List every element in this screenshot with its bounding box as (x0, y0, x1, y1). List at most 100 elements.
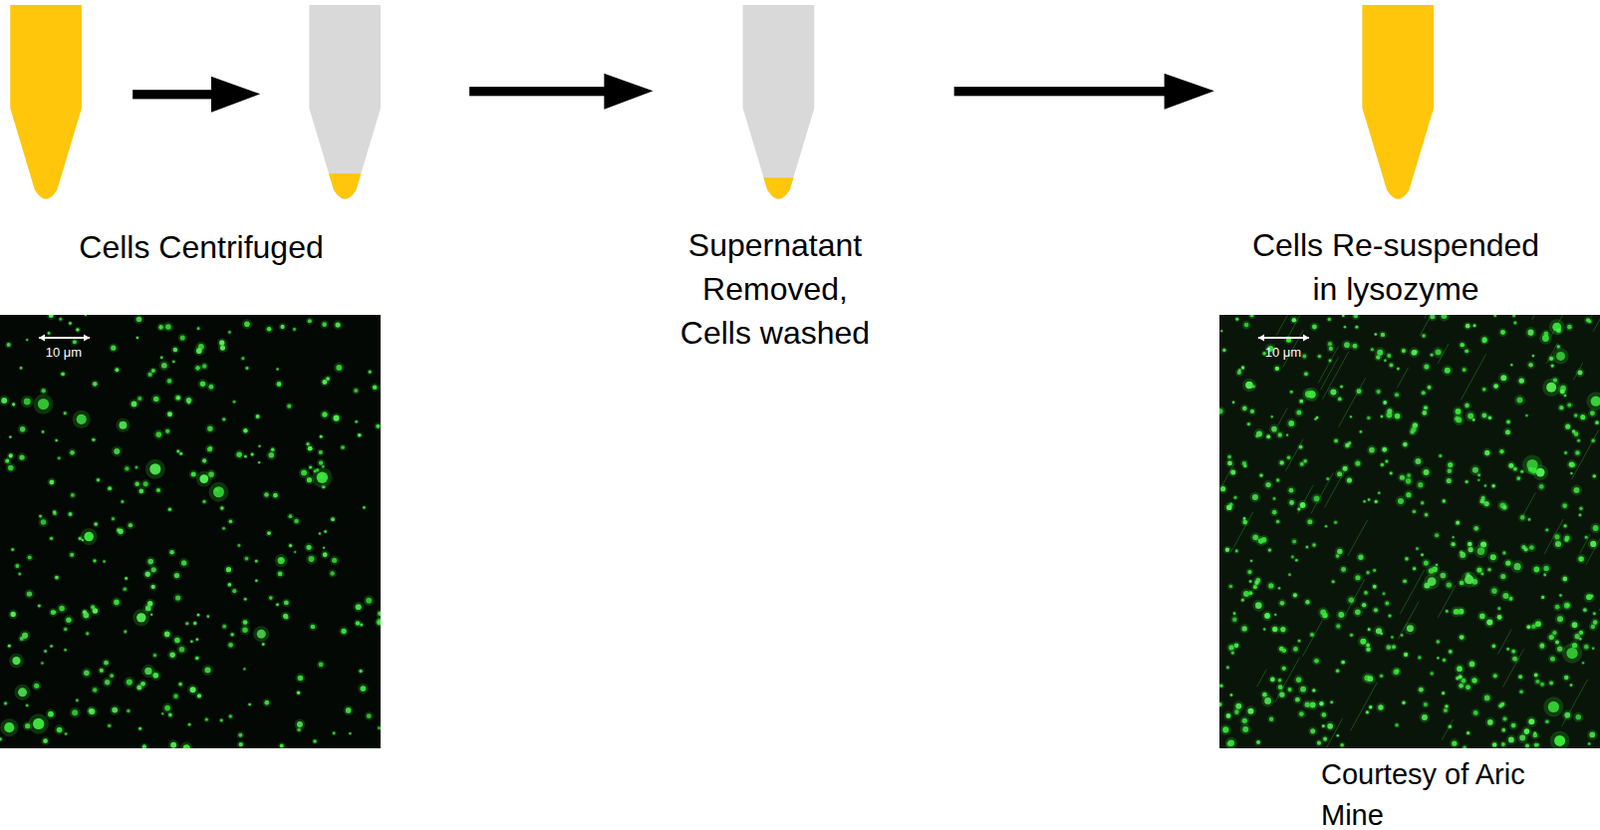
cell-glow (1592, 610, 1598, 616)
cell-glow (197, 378, 208, 389)
cell-glow (31, 681, 42, 692)
cell-glow (135, 335, 140, 340)
cell-glow (1555, 613, 1567, 625)
fluorescent-cell (1247, 422, 1251, 426)
fluorescent-cell (1421, 714, 1428, 721)
fluorescent-cell (230, 632, 234, 636)
cell-glow (237, 731, 245, 739)
fluorescent-cell (1586, 317, 1591, 322)
cell-glow (1370, 582, 1378, 590)
cell-glow (257, 460, 262, 465)
fluorescent-cell (1242, 718, 1248, 724)
cell-glow (123, 676, 135, 688)
cell-glow (1375, 702, 1386, 713)
cell-glow (1333, 552, 1341, 560)
fluorescent-cell (1382, 591, 1386, 595)
filament-streak (1322, 351, 1348, 400)
cell-glow (1563, 450, 1569, 456)
fluorescent-cell (1578, 370, 1584, 376)
scale-bar (1258, 336, 1310, 339)
fluorescent-cell (1292, 538, 1297, 543)
cell-glow (1541, 563, 1552, 574)
cell-glow (1219, 406, 1226, 417)
fluorescent-cell (251, 453, 255, 457)
fluorescent-cell (1288, 420, 1295, 427)
fluorescent-cell (1233, 496, 1237, 500)
cell-glow (1280, 664, 1289, 673)
fluorescent-cell (1330, 700, 1334, 704)
fluorescent-cell (1531, 623, 1537, 629)
fluorescent-cell (1442, 499, 1447, 504)
fluorescent-cell (175, 594, 181, 600)
cell-glow (366, 368, 373, 375)
fluorescent-cell (222, 527, 226, 531)
fluorescent-cell (1516, 396, 1523, 403)
fluorescent-cell (1335, 623, 1340, 628)
cell-glow (1348, 631, 1355, 638)
fluorescent-cell (1220, 329, 1223, 332)
fluorescent-cell (160, 356, 164, 360)
cell-glow (3, 457, 12, 466)
fluorescent-cell (113, 448, 120, 455)
cell-glow (1330, 578, 1336, 585)
cell-glow (1490, 642, 1498, 650)
fluorescent-cell (1233, 611, 1237, 615)
fluorescent-cell (188, 723, 192, 727)
fluorescent-cell (1388, 613, 1392, 617)
cell-glow (1562, 709, 1574, 721)
fluorescent-cell (1424, 513, 1429, 518)
fluorescent-cell (1280, 600, 1286, 606)
fluorescent-cell (1460, 342, 1465, 347)
cell-glow (1591, 617, 1600, 627)
cell-glow (110, 516, 117, 523)
fluorescent-cell (1465, 323, 1471, 329)
fluorescent-cell (1290, 390, 1294, 394)
fluorescent-cell (109, 673, 114, 678)
cell-glow (1591, 646, 1596, 651)
fluorescent-cell (1579, 637, 1582, 640)
fluorescent-cell (1335, 669, 1339, 673)
fluorescent-cell (1511, 723, 1517, 729)
cell-glow (154, 486, 162, 494)
cell-glow (304, 441, 311, 448)
cell-glow (1224, 502, 1235, 513)
fluorescent-cell (362, 506, 366, 510)
fluorescent-cell (63, 411, 67, 415)
cell-glow (101, 658, 111, 668)
fluorescent-cell (1519, 735, 1526, 742)
cell-glow (138, 679, 148, 689)
fluorescent-cell (10, 547, 14, 551)
fluorescent-cell (279, 743, 284, 748)
fluorescent-cell (202, 363, 208, 369)
fluorescent-cell (1532, 354, 1535, 357)
cell-glow (292, 549, 297, 554)
cell-glow (1498, 372, 1510, 384)
fluorescent-cell (1278, 432, 1283, 437)
cell-glow (1490, 740, 1499, 749)
cell-glow (219, 505, 226, 512)
fluorescent-cell (1244, 322, 1250, 328)
cell-glow (1565, 322, 1574, 331)
cell-glow (1496, 605, 1502, 611)
cell-glow (1479, 494, 1487, 502)
fluorescent-cell (1291, 555, 1295, 559)
filament-streak (1593, 314, 1600, 332)
cell-glow (243, 454, 249, 460)
cell-glow (319, 377, 329, 387)
fluorescent-cell (1323, 737, 1328, 742)
cell-glow (1297, 500, 1309, 512)
fluorescent-cell (1501, 742, 1506, 747)
fluorescent-cell (1265, 482, 1271, 488)
fluorescent-cell (6, 342, 11, 347)
fluorescent-cell (243, 619, 249, 625)
fluorescent-cell (1528, 718, 1535, 725)
fluorescent-cell (164, 631, 171, 638)
cell-glow (175, 394, 183, 402)
cell-glow (172, 570, 183, 581)
cell-glow (1525, 326, 1537, 338)
fluorescent-cell (4, 459, 9, 464)
cell-glow (224, 564, 234, 574)
fluorescent-cell (1275, 366, 1280, 371)
cell-glow (1474, 564, 1485, 575)
cell-glow (1225, 458, 1235, 468)
